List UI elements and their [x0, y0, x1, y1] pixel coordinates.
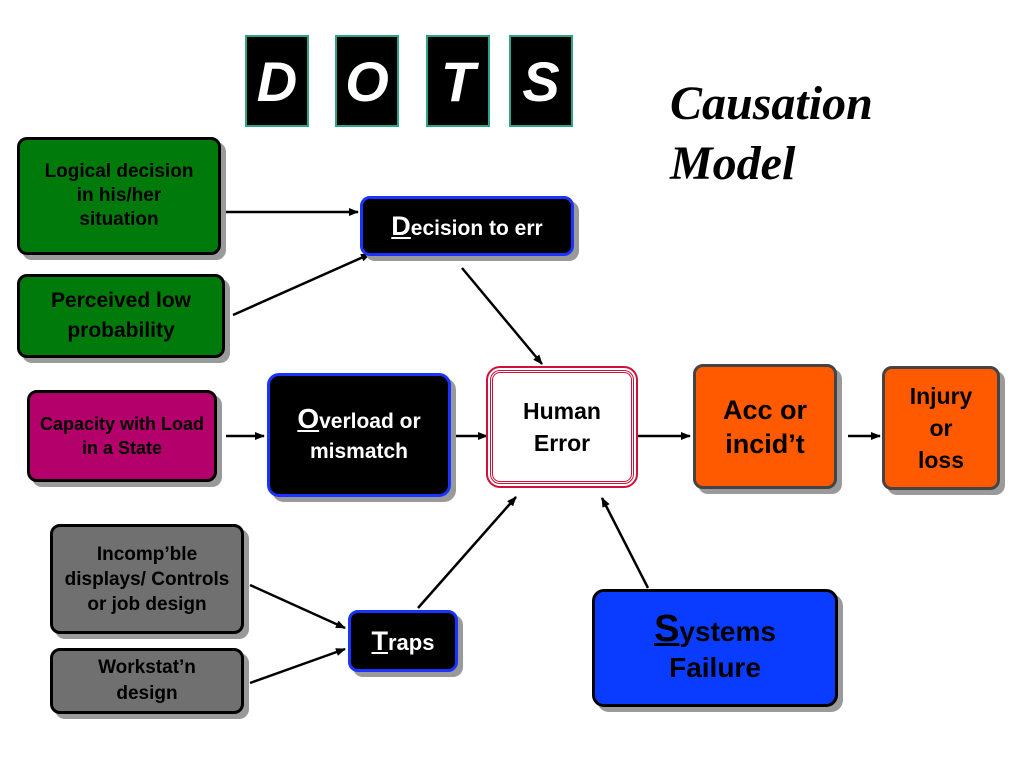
- traps-initial: T: [371, 625, 389, 656]
- dots-letter-t: T: [426, 35, 490, 127]
- arrow-systems-to-human: [600, 497, 650, 589]
- injury-loss-label: Injury or loss: [909, 383, 973, 473]
- dots-letter-s: S: [509, 35, 573, 127]
- workstation-design-box: Workstat’n design: [50, 648, 244, 714]
- capacity-load-label: Capacity with Load in a State: [39, 414, 205, 458]
- traps-label: Traps: [372, 626, 435, 657]
- diagram-title: Causation Model: [670, 74, 873, 194]
- title-line-2: Model: [670, 137, 796, 190]
- overload-initial: O: [297, 402, 320, 434]
- arrow-workstation-to-traps: [249, 647, 346, 685]
- traps-box: Traps: [348, 610, 458, 672]
- dots-letter-o: O: [335, 35, 399, 127]
- logical-decision-label: Logical decision in his/her situation: [44, 161, 194, 230]
- arrow-perceived-to-decision: [232, 252, 371, 317]
- workstation-design-label: Workstat’n design: [98, 657, 196, 704]
- perceived-probability-label: Perceived low probability: [50, 289, 192, 342]
- perceived-probability-box: Perceived low probability: [17, 274, 225, 358]
- systems-failure-box: Systems Failure: [592, 589, 838, 707]
- human-error-label: Human Error: [523, 398, 601, 456]
- arrow-incompatible-to-traps: [249, 583, 346, 630]
- decision-to-err-label: Decision to err: [391, 211, 542, 242]
- systems-rest: ystems Failure: [669, 615, 776, 683]
- accident-incident-box: Acc or incid’t: [693, 364, 837, 489]
- overload-mismatch-box: Overload or mismatch: [267, 373, 451, 497]
- accident-incident-label: Acc or incid’t: [722, 394, 808, 459]
- dots-letter-d: D: [245, 35, 309, 127]
- human-error-box: Human Error: [486, 366, 638, 488]
- logical-decision-box: Logical decision in his/her situation: [17, 137, 221, 255]
- injury-loss-box: Injury or loss: [882, 366, 1000, 490]
- decision-to-err-box: Decision to err: [360, 196, 574, 256]
- arrow-traps-to-human: [417, 496, 517, 609]
- decision-rest: ecision to err: [410, 216, 543, 240]
- systems-initial: S: [654, 607, 680, 650]
- overload-rest: verload or mismatch: [309, 409, 421, 463]
- arrow-decision-to-human: [461, 267, 543, 365]
- capacity-load-box: Capacity with Load in a State: [27, 390, 217, 482]
- overload-mismatch-label: Overload or mismatch: [280, 402, 438, 467]
- systems-failure-label: Systems Failure: [643, 607, 787, 686]
- decision-initial: D: [391, 210, 411, 241]
- title-line-1: Causation: [670, 77, 873, 130]
- incompatible-displays-label: Incomp’ble displays/ Controls or job des…: [64, 543, 230, 615]
- traps-rest: raps: [388, 629, 435, 655]
- incompatible-displays-box: Incomp’ble displays/ Controls or job des…: [50, 524, 244, 634]
